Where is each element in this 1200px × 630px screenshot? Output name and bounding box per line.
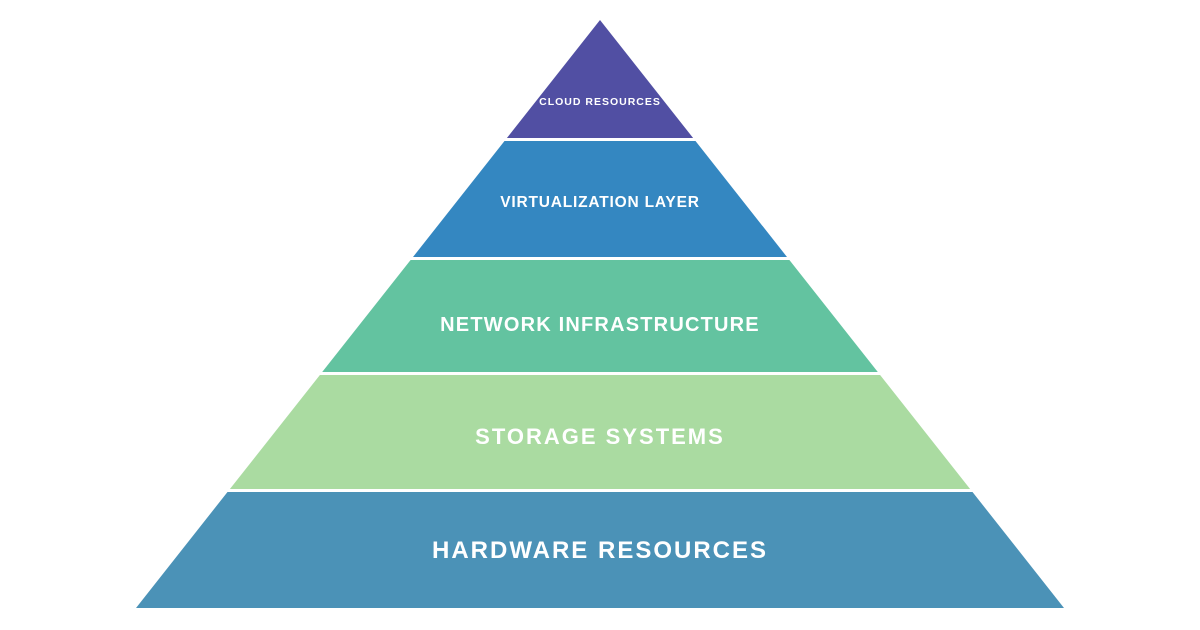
hardware-resources-label: HARDWARE RESOURCES	[432, 537, 768, 564]
hardware-resources-shape	[136, 492, 1064, 608]
pyramid-layer-hardware-resources: HARDWARE RESOURCES	[136, 492, 1064, 608]
storage-systems-shape	[229, 375, 971, 489]
pyramid-layer-cloud-resources: CLOUD RESOURCES	[506, 20, 694, 138]
network-infrastructure-shape	[322, 260, 878, 372]
cloud-resources-label: CLOUD RESOURCES	[539, 96, 661, 108]
cloud-resources-shape	[506, 20, 694, 138]
storage-systems-label: STORAGE SYSTEMS	[475, 424, 725, 449]
pyramid-layer-network-infrastructure: NETWORK INFRASTRUCTURE	[322, 260, 878, 372]
pyramid-layer-virtualization-layer: VIRTUALIZATION LAYER	[413, 141, 787, 257]
virtualization-layer-shape	[413, 141, 787, 257]
virtualization-layer-label: VIRTUALIZATION LAYER	[500, 194, 699, 211]
network-infrastructure-label: NETWORK INFRASTRUCTURE	[440, 314, 760, 336]
pyramid-layer-storage-systems: STORAGE SYSTEMS	[229, 375, 971, 489]
